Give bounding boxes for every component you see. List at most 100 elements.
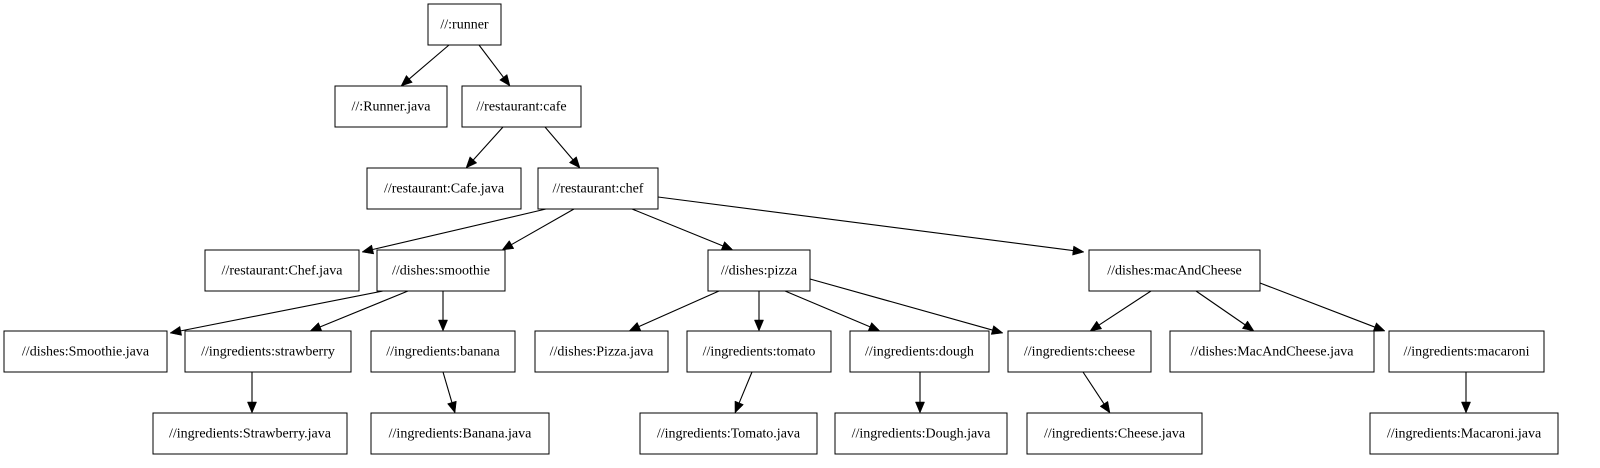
node-label: //dishes:Pizza.java [550,345,655,360]
graph-node-banana_java[interactable]: //ingredients:Banana.java [370,412,550,455]
node-label: //ingredients:banana [386,345,500,360]
node-box[interactable] [427,3,502,46]
graph-node-ing_tomato[interactable]: //ingredients:tomato [686,330,832,373]
graph-node-mac_java[interactable]: //dishes:MacAndCheese.java [1169,330,1375,373]
node-box[interactable] [204,249,360,292]
graph-node-chef_java[interactable]: //restaurant:Chef.java [204,249,360,292]
graph-node-tomato_java[interactable]: //ingredients:Tomato.java [639,412,818,455]
graph-node-ing_dough[interactable]: //ingredients:dough [849,330,990,373]
node-box[interactable] [461,85,582,128]
edge-arrowhead-icon [628,321,642,332]
node-label: //ingredients:cheese [1024,345,1135,360]
graph-node-dishes_smoothie[interactable]: //dishes:smoothie [376,249,506,292]
edge-arrowhead-icon [720,241,734,251]
node-label: //ingredients:Dough.java [852,427,992,442]
edge-arrowhead-icon [1089,320,1103,332]
node-box[interactable] [334,85,448,128]
edge-line [1195,290,1246,326]
node-box[interactable] [1169,330,1375,373]
node-box[interactable] [1369,412,1559,455]
edge-arrowhead-icon [915,401,925,414]
node-label: //restaurant:Chef.java [222,264,344,279]
edge-arrowhead-icon [499,74,511,87]
node-box[interactable] [370,412,550,455]
edge-arrowhead-icon [1241,320,1255,332]
edge-line [1098,290,1152,326]
graph-node-ing_cheese[interactable]: //ingredients:cheese [1007,330,1152,373]
edge-arrowhead-icon [501,240,515,251]
node-box[interactable] [707,249,811,292]
edge-arrowhead-icon [400,74,413,87]
graph-node-dough_java[interactable]: //ingredients:Dough.java [834,412,1008,455]
edge-line [511,208,575,246]
edge-line [472,126,504,161]
graph-node-macaroni_java[interactable]: //ingredients:Macaroni.java [1369,412,1559,455]
graph-node-ing_strawberry[interactable]: //ingredients:strawberry [184,330,352,373]
edge-dishes_pizza-to-ing_cheese [809,278,1004,335]
node-label: //dishes:smoothie [392,264,490,279]
node-label: //:Runner.java [352,100,432,115]
edge-line [638,290,720,328]
edge-restaurant_chef-to-dishes_mac [657,196,1085,256]
node-label: //ingredients:macaroni [1404,345,1530,360]
node-label: //ingredients:Macaroni.java [1387,427,1542,442]
edge-arrowhead-icon [1372,322,1386,332]
graph-node-runner[interactable]: //:runner [427,3,502,46]
node-box[interactable] [537,167,659,210]
node-box[interactable] [366,167,522,210]
edge-arrowhead-icon [247,401,257,414]
node-label: //restaurant:Cafe.java [384,182,505,197]
edge-dishes_pizza-to-ing_dough [784,290,881,332]
graph-node-pizza_java[interactable]: //dishes:Pizza.java [534,330,669,373]
node-label: //ingredients:tomato [703,345,816,360]
node-box[interactable] [1007,330,1152,373]
graph-node-strawberry_java[interactable]: //ingredients:Strawberry.java [152,412,348,455]
edge-arrowhead-icon [1072,245,1085,256]
edge-line [1082,371,1105,405]
node-box[interactable] [1088,249,1261,292]
edge-dishes_mac-to-ing_macaroni [1259,282,1386,332]
node-box[interactable] [376,249,506,292]
node-box[interactable] [184,330,352,373]
node-box[interactable] [834,412,1008,455]
node-label: //ingredients:Cheese.java [1044,427,1186,442]
edge-restaurant_cafe-to-cafe_java [465,126,504,169]
graph-node-smoothie_java[interactable]: //dishes:Smoothie.java [3,330,168,373]
node-label: //ingredients:dough [865,345,974,360]
graph-node-ing_macaroni[interactable]: //ingredients:macaroni [1388,330,1545,373]
node-box[interactable] [1388,330,1545,373]
node-box[interactable] [152,412,348,455]
nodes-layer: //:runner //:Runner.java //restaurant:cafe… [3,3,1559,455]
graph-node-cafe_java[interactable]: //restaurant:Cafe.java [366,167,522,210]
node-label: //ingredients:Banana.java [389,427,532,442]
edge-line [180,290,384,332]
graph-node-ing_banana[interactable]: //ingredients:banana [370,330,516,373]
node-box[interactable] [1026,412,1203,455]
node-box[interactable] [849,330,990,373]
edge-ing_cheese-to-cheese_java [1082,371,1111,414]
node-box[interactable] [639,412,818,455]
edge-arrowhead-icon [438,319,448,332]
graph-node-restaurant_cafe[interactable]: //restaurant:cafe [461,85,582,128]
graph-node-dishes_mac[interactable]: //dishes:macAndCheese [1088,249,1261,292]
graph-node-restaurant_chef[interactable]: //restaurant:chef [537,167,659,210]
node-label: //restaurant:cafe [476,100,566,115]
node-box[interactable] [370,330,516,373]
edge-arrowhead-icon [1099,400,1111,414]
node-box[interactable] [3,330,168,373]
edge-dishes_pizza-to-ing_tomato [754,291,764,332]
graph-node-dishes_pizza[interactable]: //dishes:pizza [707,249,811,292]
edge-line [442,371,453,403]
node-box[interactable] [686,330,832,373]
edge-arrowhead-icon [465,156,478,169]
node-box[interactable] [534,330,669,373]
graph-node-runner_java[interactable]: //:Runner.java [334,85,448,128]
edge-line [809,278,993,331]
node-label: //ingredients:Strawberry.java [169,427,332,442]
graph-node-cheese_java[interactable]: //ingredients:Cheese.java [1026,412,1203,455]
edge-line [372,208,547,251]
edge-arrowhead-icon [990,325,1004,335]
node-label: //dishes:macAndCheese [1107,264,1242,279]
